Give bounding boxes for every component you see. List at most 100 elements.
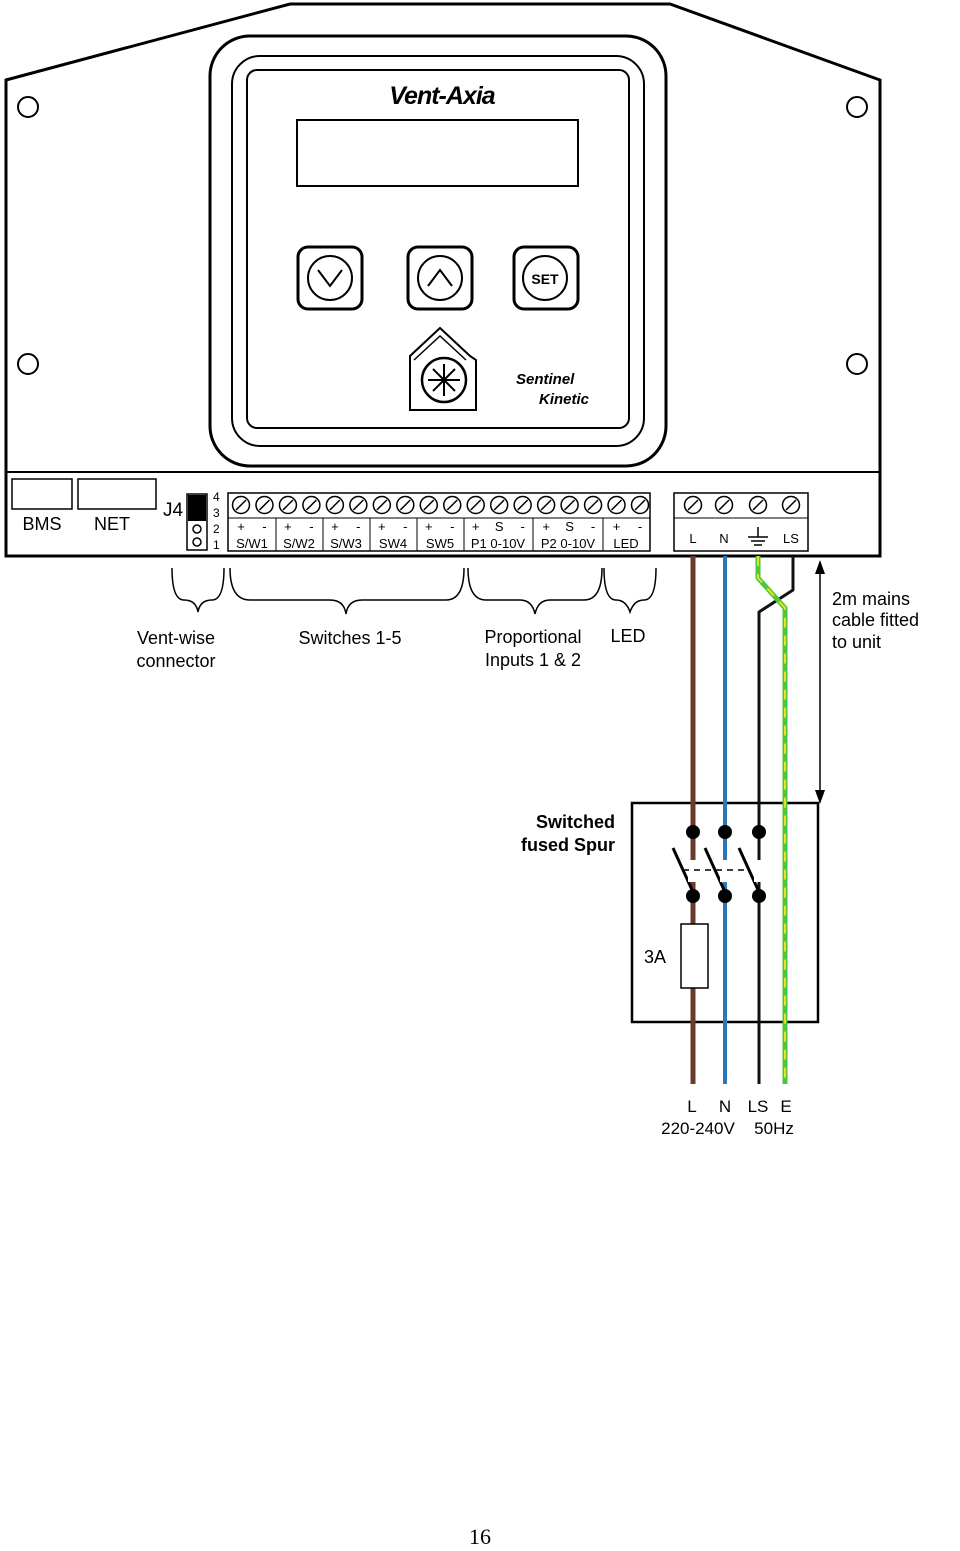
screw-slot [329,499,341,511]
terminal-sign: - [356,519,360,534]
fuse [680,923,709,989]
terminal-group-dividers [275,518,604,551]
mounting-hole [846,96,868,118]
terminal-sign: - [403,519,407,534]
proportional-label-line1: Proportional [484,627,581,647]
terminal-signs: + - + - + - + - + - + S - + S - + - [237,519,642,534]
proportional-brace [467,567,603,615]
house-fan-icon [409,326,477,411]
terminal-group-label: P2 0-10V [541,536,596,551]
net-label: NET [94,514,130,534]
terminal-group-label: SW5 [426,536,454,551]
screw-slot [423,499,435,511]
product-name-line2: Kinetic [539,391,590,408]
cable-label-line2: cable fitted [832,610,919,630]
cable-label-line1: 2m mains [832,589,910,609]
switch-levers [671,847,766,893]
terminal-sign: + [542,519,550,534]
up-button[interactable] [406,245,474,311]
mains-terminal-screws [683,495,801,515]
screw-slot [493,499,505,511]
supply-terminal-label: E [780,1097,791,1116]
screw-slot [376,499,388,511]
product-name-line1: Sentinel [516,371,575,388]
earth-symbol-icon [748,527,768,546]
jumper-pin-number: 2 [213,522,220,536]
screw-slot [517,499,529,511]
screw-slot [564,499,576,511]
earth-wire-stripe [757,556,786,1084]
terminal-sign: S [495,519,504,534]
mounting-hole [17,96,39,118]
screw-slot [752,499,764,511]
terminal-group-label: S/W1 [236,536,268,551]
cable-label-line3: to unit [832,632,881,652]
terminal-group-label: LED [613,536,638,551]
jumper-pin [192,537,202,547]
terminal-sign: - [591,519,595,534]
set-button[interactable]: SET [512,245,580,311]
terminal-sign: + [331,519,339,534]
bms-label: BMS [22,514,61,534]
fuse-rating: 3A [644,947,666,967]
terminal-screws [231,495,650,515]
terminal-block [227,492,651,552]
terminal-sign: - [520,519,524,534]
page-number: 16 [469,1524,491,1549]
screw-slot [470,499,482,511]
terminal-sign: + [378,519,386,534]
bms-port [11,478,73,510]
led-label: LED [610,626,645,646]
supply-terminal-label: L [687,1097,696,1116]
supply-terminal-label: LS [748,1097,769,1116]
lcd-display [296,119,579,187]
spur-title-line1: Switched [536,812,615,832]
jumper-label: J4 [163,500,184,521]
led-brace [603,567,657,615]
brand-logo: Vent-Axia [389,82,495,110]
supply-terminal-label: N [719,1097,731,1116]
screw-slot [235,499,247,511]
screw-slot [687,499,699,511]
jumper-pin-number: 4 [213,490,220,504]
mounting-hole [846,353,868,375]
ventwise-label-line2: connector [136,651,215,671]
switches-brace [229,567,465,615]
terminal-sign: - [262,519,266,534]
spur-title-line2: fused Spur [521,835,615,855]
jumper-pin [192,524,202,534]
jumper-cap [188,495,206,521]
switch-contacts [686,825,766,903]
screw-slot [399,499,411,511]
screw-slot [718,499,730,511]
terminal-group-label: S/W3 [330,536,362,551]
screw-slot [587,499,599,511]
screw-slot [305,499,317,511]
screw-slot [258,499,271,511]
supply-frequency: 50Hz [754,1119,794,1138]
chevron-up-icon [427,268,453,287]
screw-slot [785,499,797,511]
screw-slot [352,499,364,511]
down-button[interactable] [296,245,364,311]
set-button-label: SET [531,271,559,287]
terminal-sign: + [237,519,245,534]
mains-terminal-label: N [719,531,728,546]
supply-voltage: 220-240V [661,1119,735,1138]
screw-slot [540,499,552,511]
mains-terminal-label: LS [783,531,799,546]
terminal-sign: - [638,519,642,534]
ventwise-label-line1: Vent-wise [137,628,215,648]
terminal-group-label: P1 0-10V [471,536,526,551]
jumper-pin-number: 3 [213,506,220,520]
proportional-label-line2: Inputs 1 & 2 [485,650,581,670]
chevron-down-icon [317,269,343,288]
screw-slot [446,499,458,511]
mounting-hole [17,353,39,375]
terminal-sign: + [613,519,621,534]
terminal-sign: + [425,519,433,534]
switches-label: Switches 1-5 [298,628,401,648]
screw-slot [610,499,623,511]
terminal-group-label: SW4 [379,536,407,551]
